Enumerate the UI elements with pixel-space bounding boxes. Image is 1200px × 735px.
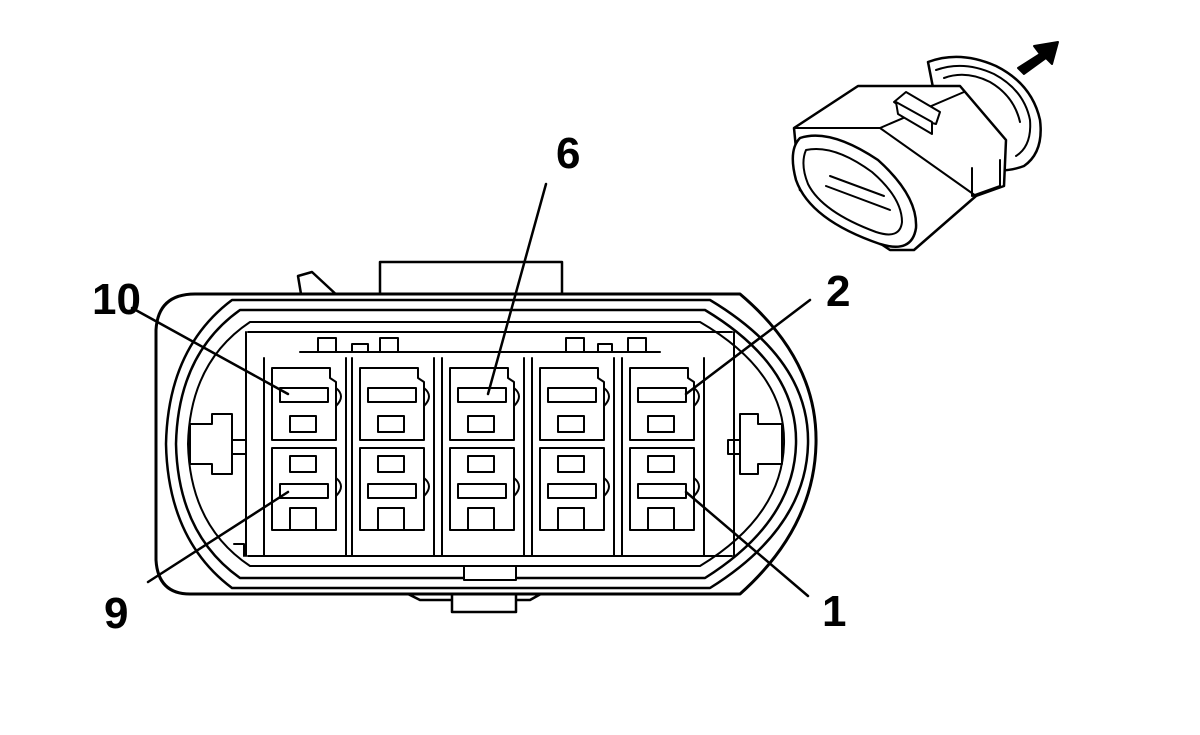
leader-6 <box>486 182 548 396</box>
pin-latch-lower <box>289 455 317 473</box>
right-side-key <box>739 413 783 475</box>
perspective-front-opening <box>802 148 903 236</box>
contact-lower <box>629 447 695 531</box>
leader-10 <box>130 306 290 396</box>
pin-slot-upper <box>457 387 507 403</box>
pin-latch-lower <box>467 455 495 473</box>
contact-upper <box>449 367 515 441</box>
callout-9: 9 <box>104 589 128 638</box>
connector-rim-2 <box>174 308 798 580</box>
pin-latch-lower <box>377 455 405 473</box>
bottom-center-notch <box>463 565 517 581</box>
contact-lower <box>449 447 515 531</box>
cavity-wall <box>441 357 525 557</box>
pin-slot-upper <box>367 387 417 403</box>
cavity-wall <box>263 357 347 557</box>
perspective-front-face <box>791 134 918 248</box>
pin-latch-upper <box>377 415 405 433</box>
pin-cavity-column <box>441 357 525 557</box>
pin-cavity-column <box>531 357 615 557</box>
cavity-side-bump <box>423 387 430 497</box>
contact-lower <box>539 447 605 531</box>
pin-latch-upper <box>647 415 675 433</box>
cavity-side-bump <box>603 387 610 497</box>
leader-9 <box>146 490 290 584</box>
contact-lower <box>359 447 425 531</box>
pin-base-lower <box>377 507 405 531</box>
perspective-side-step <box>971 159 1001 197</box>
connector-rim-3 <box>187 321 786 567</box>
arrow-direction-icon <box>1017 41 1059 75</box>
connector-face-view <box>154 260 818 614</box>
left-lower-clip <box>233 543 245 557</box>
perspective-latch-window <box>895 101 933 135</box>
perspective-top-ridge <box>879 127 977 197</box>
pin-slot-upper <box>547 387 597 403</box>
cavity-wall <box>531 357 615 557</box>
pin-slot-lower <box>367 483 417 499</box>
callout-10: 10 <box>92 275 141 324</box>
pin-base-lower <box>647 507 675 531</box>
contact-upper <box>629 367 695 441</box>
cavity-side-bump <box>335 387 342 497</box>
connector-rim-1 <box>164 298 810 590</box>
pin-latch-upper <box>289 415 317 433</box>
callout-leaders <box>130 182 812 598</box>
cavity-wall <box>351 357 435 557</box>
cavity-wall <box>621 357 705 557</box>
left-side-key <box>189 413 233 475</box>
cavity-side-bump <box>693 387 700 497</box>
pin-base-lower <box>289 507 317 531</box>
leader-2 <box>684 298 812 396</box>
left-side-key-slot <box>231 439 247 455</box>
callout-labels: 10 6 2 9 1 <box>92 129 850 638</box>
top-keying-bumps <box>299 337 661 353</box>
pin-cavity-group <box>263 357 705 557</box>
pin-slot-lower <box>547 483 597 499</box>
contact-upper <box>271 367 337 441</box>
pin-base-lower <box>557 507 585 531</box>
connector-housing-outer <box>154 292 818 596</box>
flange-ring-mid <box>943 73 1021 123</box>
right-side-key-slot <box>727 439 741 455</box>
leader-1 <box>684 490 810 598</box>
pin-slot-lower <box>279 483 329 499</box>
callout-6: 6 <box>556 129 580 178</box>
pin-cavity-column <box>351 357 435 557</box>
cavity-side-bump <box>513 387 520 497</box>
pin-latch-upper <box>557 415 585 433</box>
callout-1: 1 <box>822 587 846 636</box>
pin-latch-upper <box>467 415 495 433</box>
perspective-inner-line-1 <box>825 185 891 211</box>
perspective-inner-line-2 <box>829 175 885 197</box>
pin-cavity-column <box>263 357 347 557</box>
connector-perspective-view <box>791 55 1042 252</box>
pin-latch-lower <box>647 455 675 473</box>
callout-2: 2 <box>826 267 850 316</box>
pin-base-lower <box>467 507 495 531</box>
pin-latch-lower <box>557 455 585 473</box>
contact-upper <box>359 367 425 441</box>
pin-slot-upper <box>279 387 329 403</box>
pin-slot-lower <box>457 483 507 499</box>
contact-upper <box>539 367 605 441</box>
flange-ring-inner <box>935 64 1032 157</box>
